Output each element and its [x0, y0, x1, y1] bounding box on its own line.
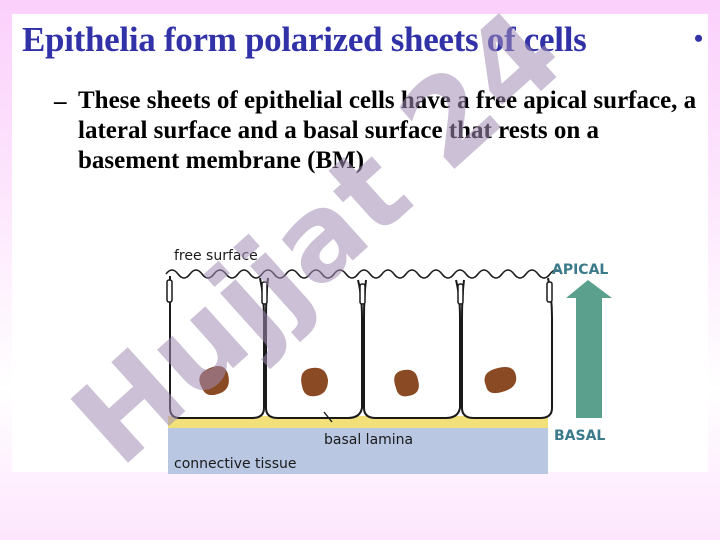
connective-tissue-label: connective tissue — [174, 456, 297, 472]
basal-lamina — [168, 416, 548, 428]
cells — [169, 276, 553, 419]
title-bullet: • — [694, 24, 704, 53]
junctions — [166, 279, 553, 305]
cell-1 — [169, 276, 265, 419]
junction — [457, 283, 464, 305]
free-surface-line — [165, 269, 563, 279]
junction — [261, 281, 268, 305]
slide-title: Epithelia form polarized sheets of cells — [22, 20, 587, 59]
cell-2 — [265, 277, 363, 419]
bullet-text: These sheets of epithelial cells have a … — [78, 87, 697, 174]
nucleus — [394, 369, 419, 397]
epithelium-diagram-svg: free surface APICAL BASAL basal lamina c… — [165, 248, 612, 474]
cell-4 — [461, 277, 553, 419]
nuclei — [199, 366, 517, 397]
cell-3 — [363, 279, 461, 419]
apical-basal-arrow — [566, 280, 612, 418]
basal-lamina-label: basal lamina — [324, 432, 413, 448]
bullet-marker: – — [54, 88, 67, 115]
nucleus — [301, 367, 328, 397]
basal-label: BASAL — [554, 428, 605, 444]
basal-lamina-pointer — [323, 411, 333, 423]
junction — [546, 281, 553, 303]
free-surface-label: free surface — [174, 248, 258, 264]
junction — [166, 279, 173, 303]
epithelium-diagram: free surface APICAL BASAL basal lamina c… — [142, 236, 698, 474]
nucleus — [484, 367, 517, 394]
connective-tissue — [168, 428, 548, 474]
junction — [359, 283, 366, 305]
apical-label: APICAL — [552, 262, 608, 278]
nucleus — [199, 366, 229, 396]
